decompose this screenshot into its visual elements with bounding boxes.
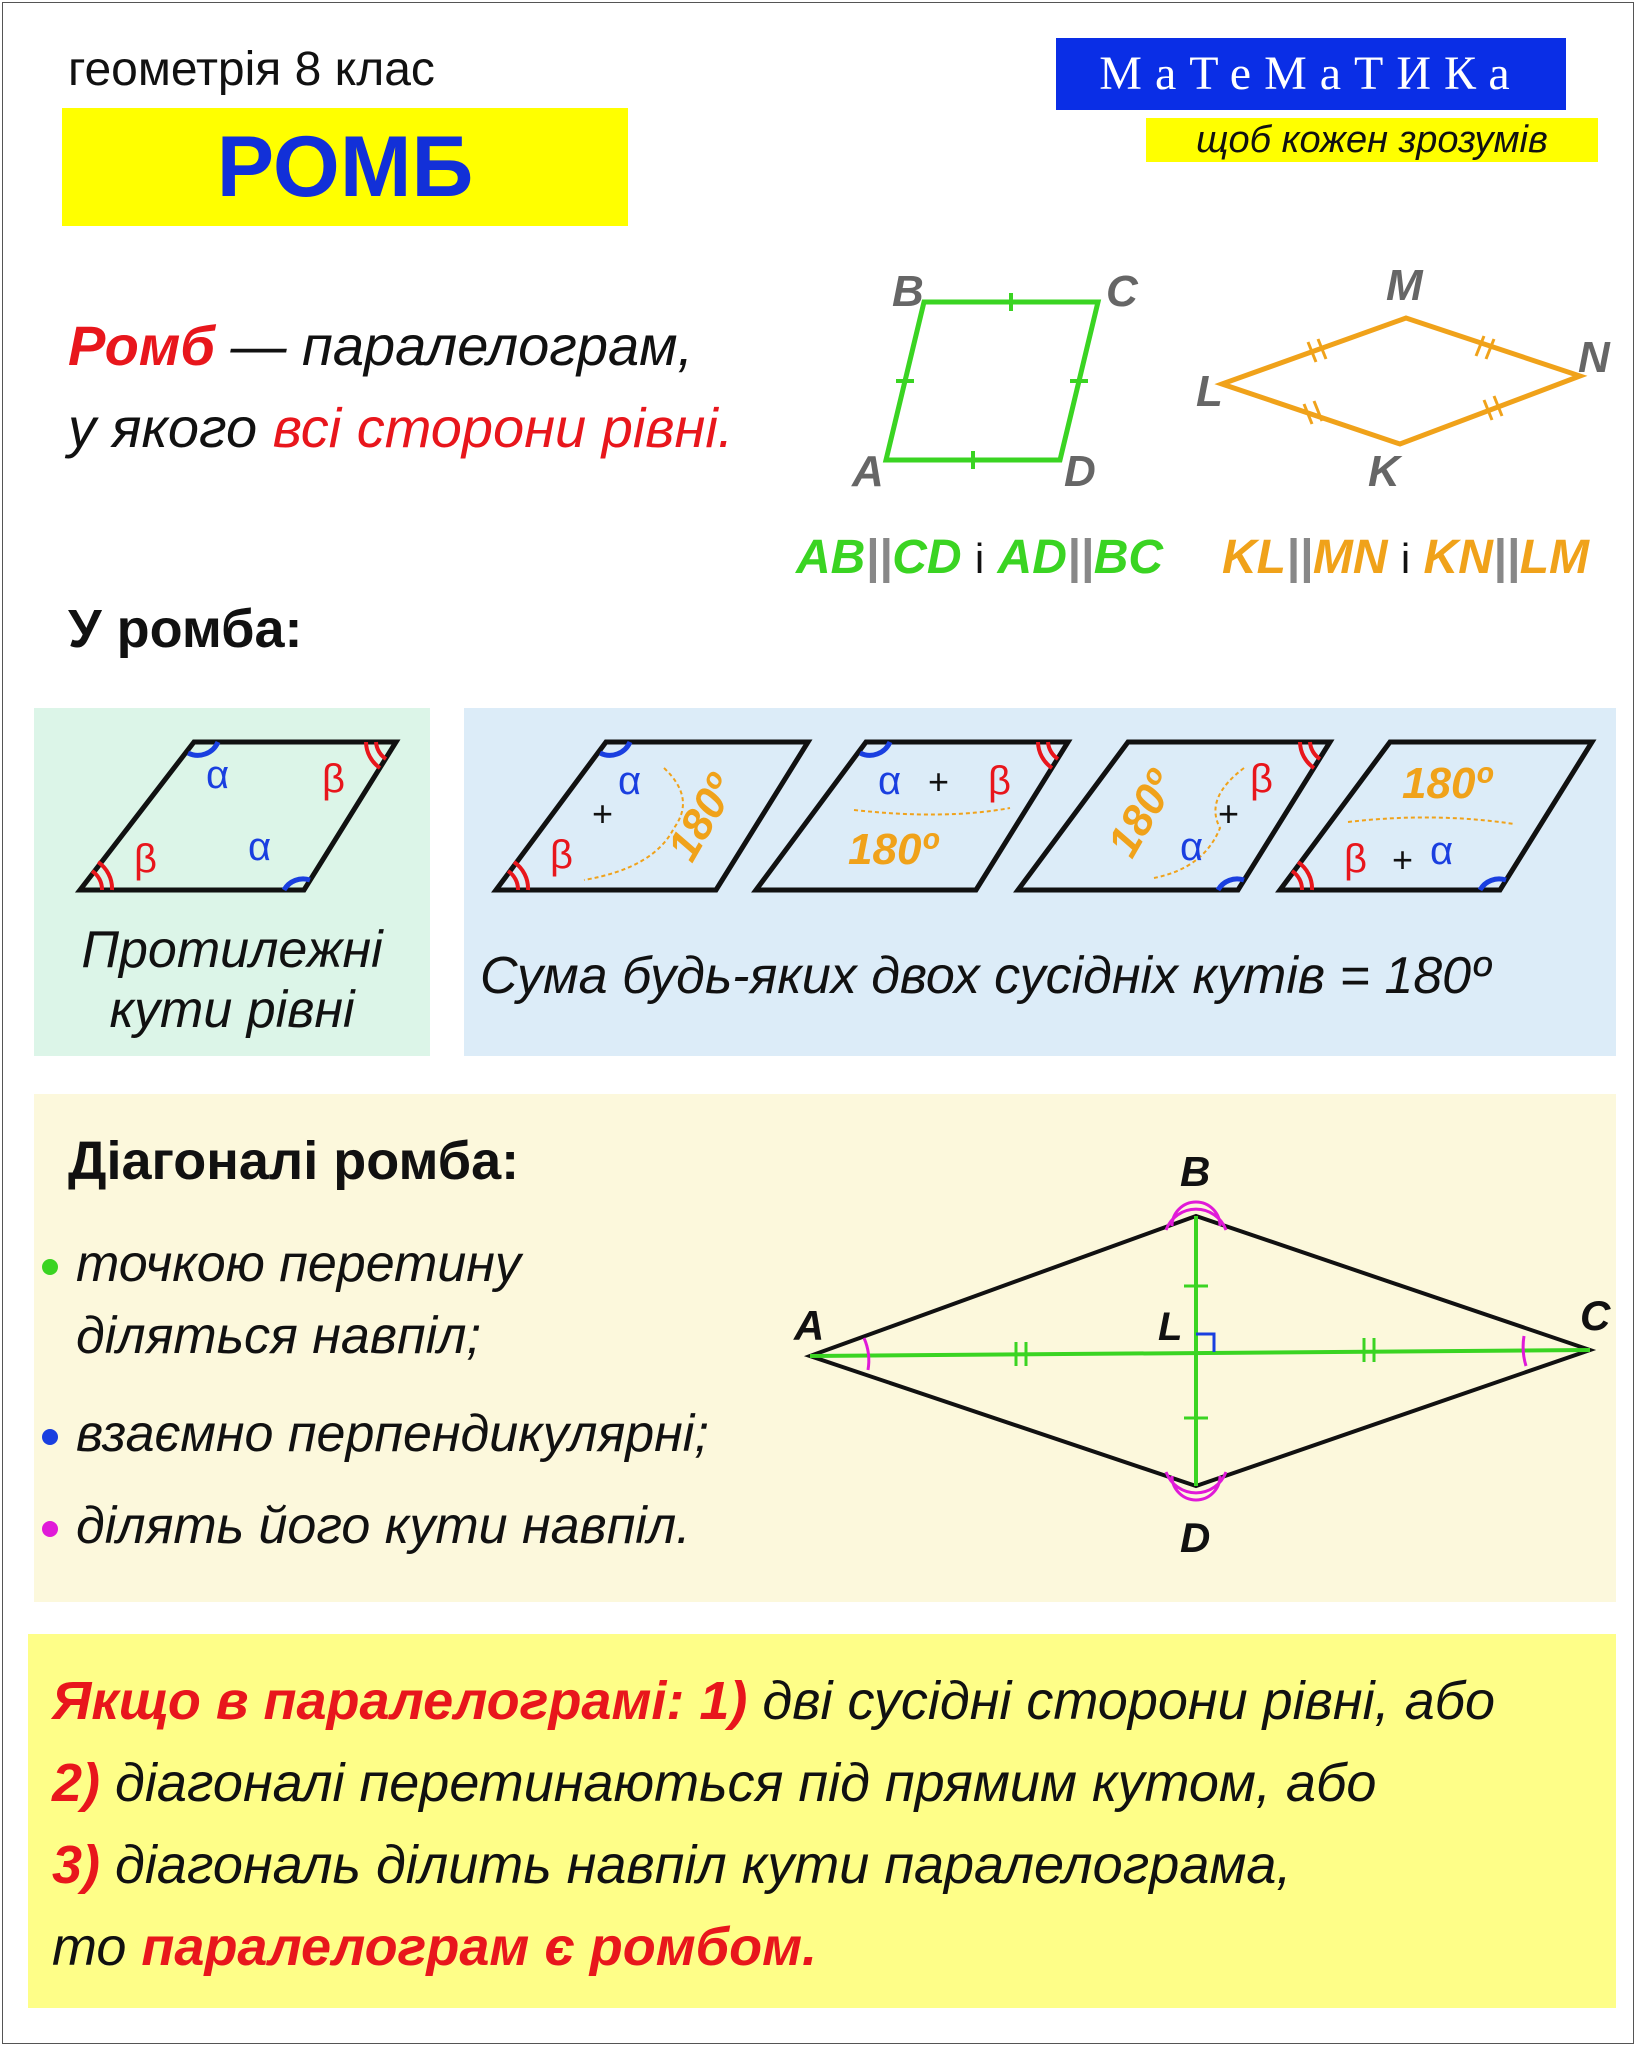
alpha-label: α xyxy=(618,759,641,803)
condition-2-label: 2) xyxy=(52,1753,101,1813)
bullet-text: точкою перетину xyxy=(76,1235,521,1293)
opposite-angles-figure: α β β α xyxy=(74,739,401,893)
conclusion-start: то xyxy=(52,1917,142,1977)
parallel-sign: || xyxy=(1285,531,1313,584)
page-title: РОМБ xyxy=(216,119,474,215)
adjacent-angles-panel xyxy=(464,708,1616,1056)
diagonal-bullet-1: точкою перетину діляться навпіл; xyxy=(42,1228,521,1372)
vertex-d-label: D xyxy=(1064,447,1096,496)
condition-1-label: Якщо в паралелограмі: 1) xyxy=(52,1671,748,1731)
bullet-text: діляться навпіл; xyxy=(76,1307,481,1365)
adjacent-pair-3: β + α 180º xyxy=(1013,739,1335,893)
vertex-m-label: M xyxy=(1386,261,1424,310)
parallel-sign: || xyxy=(1066,531,1094,584)
definition-term: Ромб xyxy=(68,314,215,377)
brand-logo: МаТеМаТИКа xyxy=(1056,38,1566,110)
beta-label: β xyxy=(1344,837,1367,881)
vertex-l-label: L xyxy=(1196,367,1223,416)
magenta-bullet-icon xyxy=(42,1521,58,1538)
adjacent-pair-1: α + β 180º xyxy=(491,739,813,893)
sum-180-label: 180º xyxy=(658,765,746,869)
rhombus-lmnk-figure: M N L K xyxy=(1196,261,1611,496)
plus-sign: + xyxy=(592,793,613,834)
segment-mn: MN xyxy=(1312,531,1388,584)
vertex-b-label: B xyxy=(1180,1148,1210,1195)
alpha-label: α xyxy=(1430,829,1453,873)
vertex-c-label: C xyxy=(1106,267,1139,316)
bullet-text: ділять його кути навпіл. xyxy=(76,1497,691,1555)
diagonals-panel xyxy=(34,1094,1616,1602)
vertex-d-label: D xyxy=(1180,1514,1210,1561)
plus-sign: + xyxy=(1218,793,1239,834)
adjacent-angles-caption: Сума будь-яких двох сусідніх кутів = 180… xyxy=(480,947,1491,1005)
segment-kn: KN xyxy=(1423,531,1493,584)
intersection-l-label: L xyxy=(1158,1305,1182,1349)
segment-ad: AD xyxy=(997,531,1067,584)
caption-line: Протилежні xyxy=(81,921,383,979)
parallel-sign: || xyxy=(865,531,893,584)
vertex-c-label: C xyxy=(1580,1292,1611,1339)
condition-3-label: 3) xyxy=(52,1835,101,1895)
adjacent-pair-4: 180º β + α xyxy=(1275,739,1597,893)
alpha-label: α xyxy=(206,753,229,797)
subject-label: геометрія 8 клас xyxy=(68,43,435,96)
section-title: У ромба: xyxy=(68,599,303,659)
adjacent-pair-2: α + β 180º xyxy=(751,739,1073,893)
blue-bullet-icon xyxy=(42,1429,58,1446)
segment-bc: BC xyxy=(1093,531,1164,584)
conclusion-text: Якщо в паралелограмі: 1) дві сусідні сто… xyxy=(52,1660,1495,1988)
sum-180-label: 180º xyxy=(1098,761,1186,865)
plus-sign: + xyxy=(928,761,949,802)
beta-label: β xyxy=(134,837,157,881)
green-bullet-icon xyxy=(42,1259,58,1276)
definition-highlight: всі сторони рівні. xyxy=(272,396,734,459)
title-banner: РОМБ xyxy=(62,108,628,226)
parallel-abcd: AB||CD і AD||BC xyxy=(796,530,1163,585)
plus-sign: + xyxy=(1392,839,1413,880)
vertex-a-label: A xyxy=(851,447,884,496)
vertex-n-label: N xyxy=(1578,333,1611,382)
vertex-a-label: A xyxy=(793,1302,824,1349)
beta-label: β xyxy=(1250,757,1273,801)
sum-180-label: 180º xyxy=(848,825,939,874)
segment-cd: CD xyxy=(892,531,962,584)
beta-label: β xyxy=(550,833,573,877)
definition: Ромб — паралелограм, у якого всі сторони… xyxy=(68,305,733,469)
segment-kl: KL xyxy=(1222,531,1286,584)
diagonals-title: Діагоналі ромба: xyxy=(68,1131,520,1191)
conjunction: і xyxy=(1400,535,1411,582)
condition-2-text: діагоналі перетинаються під прямим кутом… xyxy=(100,1753,1377,1813)
alpha-label: α xyxy=(248,825,271,869)
condition-1-text: дві сусідні сторони рівні, або xyxy=(747,1671,1496,1731)
sum-180-label: 180º xyxy=(1402,759,1493,808)
segment-lm: LM xyxy=(1519,531,1590,584)
segment-ab: AB xyxy=(796,531,866,584)
diagonal-bullet-2: взаємно перпендикулярні; xyxy=(42,1398,709,1470)
adjacent-angles-figures: α + β 180º α + β 180º β + α 180º 180º β … xyxy=(491,739,1597,893)
caption-line: кути рівні xyxy=(109,981,355,1039)
opposite-angles-caption: Протилежні кути рівні xyxy=(34,920,430,1040)
brand-tagline: щоб кожен зрозумів xyxy=(1146,118,1598,162)
definition-line1: — паралелограм, xyxy=(214,314,694,377)
alpha-label: α xyxy=(878,759,901,803)
beta-label: β xyxy=(988,759,1011,803)
conclusion-panel xyxy=(28,1634,1616,2008)
beta-label: β xyxy=(322,757,345,801)
vertex-b-label: B xyxy=(892,267,924,316)
rhombus-abcd-figure: B C A D xyxy=(851,267,1139,496)
parallel-lmnk: KL||MN і KN||LM xyxy=(1222,530,1589,585)
vertex-k-label: K xyxy=(1368,447,1403,496)
conjunction: і xyxy=(974,535,985,582)
conclusion-result: паралелограм є ромбом. xyxy=(141,1917,818,1977)
diagonals-rhombus-figure: B A C D L xyxy=(793,1148,1611,1561)
diagonal-bullet-3: ділять його кути навпіл. xyxy=(42,1490,691,1562)
definition-line2: у якого xyxy=(68,396,273,459)
alpha-label: α xyxy=(1180,825,1203,869)
condition-3-text: діагональ ділить навпіл кути паралелогра… xyxy=(100,1835,1292,1895)
parallel-sign: || xyxy=(1492,531,1520,584)
bullet-text: взаємно перпендикулярні; xyxy=(76,1405,709,1463)
